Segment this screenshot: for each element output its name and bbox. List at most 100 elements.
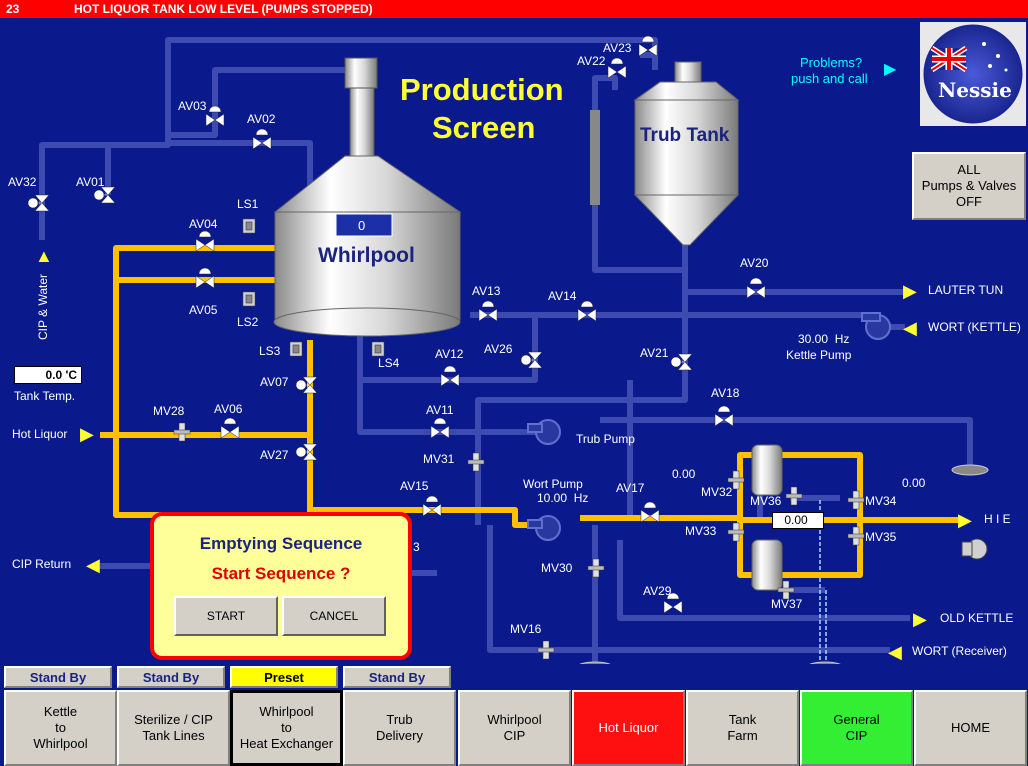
valve-av21-symbol[interactable]: [670, 353, 693, 371]
wort-pump-label: Wort Pump: [523, 477, 583, 491]
all-off-line2: Pumps & Valves: [921, 178, 1017, 193]
nav-kettle-to-whirlpool[interactable]: Kettle to Whirlpool: [4, 690, 117, 766]
valve-mv16-symbol[interactable]: [537, 640, 555, 660]
valve-av13-symbol[interactable]: [478, 300, 498, 322]
nav-hot-liquor[interactable]: Hot Liquor: [572, 690, 685, 766]
lauter-tun-label: LAUTER TUN: [928, 283, 1004, 297]
valve-av12-symbol[interactable]: [440, 365, 460, 387]
valve-av20-symbol[interactable]: [746, 277, 766, 299]
valve-av17-symbol[interactable]: [640, 501, 660, 523]
emptying-sequence-dialog: Emptying Sequence Start Sequence ? START…: [150, 512, 412, 660]
hot-liquor-label: Hot Liquor: [12, 427, 68, 441]
valve-av15-symbol[interactable]: [422, 495, 442, 517]
hie-arrow-icon: ▶: [958, 510, 972, 530]
valve-label-av02: AV02: [247, 112, 276, 126]
nessie-logo[interactable]: Nessie: [920, 22, 1026, 126]
nav-trub-delivery[interactable]: Trub Delivery: [343, 690, 456, 766]
valve-label-partial: 3: [413, 540, 420, 554]
valve-av05-symbol[interactable]: [195, 267, 215, 289]
alarm-banner: 23 HOT LIQUOR TANK LOW LEVEL (PUMPS STOP…: [0, 0, 1028, 18]
valve-label-av12: AV12: [435, 347, 464, 361]
nav-sterilize-cip[interactable]: Sterilize / CIP Tank Lines: [117, 690, 230, 766]
cip-return-arrow-icon: ◀: [86, 555, 100, 575]
valve-label-av27: AV27: [260, 448, 289, 462]
valve-label-av23: AV23: [603, 41, 632, 55]
status-kettle-whirlpool: Stand By: [4, 666, 112, 688]
valve-label-mv32: MV32: [701, 485, 733, 499]
trub-tank: [633, 61, 740, 246]
valve-av01-symbol[interactable]: [93, 186, 116, 204]
all-off-button[interactable]: ALL Pumps & Valves OFF: [912, 152, 1026, 220]
valve-label-mv37: MV37: [771, 597, 803, 611]
valve-av22-symbol[interactable]: [607, 57, 627, 79]
valve-ls2-symbol[interactable]: [242, 291, 256, 307]
nav-tank-farm[interactable]: Tank Farm: [686, 690, 799, 766]
valve-mv34-symbol[interactable]: [847, 490, 865, 510]
valve-av18-symbol[interactable]: [714, 405, 734, 427]
status-whirlpool-hx: Preset: [230, 666, 338, 688]
valve-av32-symbol[interactable]: [27, 194, 50, 212]
drains: [579, 464, 989, 664]
flow-reading-2: 0.00: [902, 476, 926, 490]
valve-av03-symbol[interactable]: [205, 105, 225, 127]
nav-home[interactable]: HOME: [914, 690, 1027, 766]
start-button[interactable]: START: [174, 596, 278, 636]
valve-label-av15: AV15: [400, 479, 429, 493]
valve-mv36-symbol[interactable]: [785, 486, 803, 506]
valve-mv31-symbol[interactable]: [467, 452, 485, 472]
valve-label-mv35: MV35: [865, 530, 897, 544]
valve-mv30-symbol[interactable]: [587, 558, 605, 578]
valve-ls3-symbol[interactable]: [289, 341, 303, 357]
valve-label-av03: AV03: [178, 99, 207, 113]
valve-av27-symbol[interactable]: [295, 443, 318, 461]
valve-mv33-symbol[interactable]: [727, 522, 745, 542]
valve-label-av26: AV26: [484, 342, 513, 356]
valve-label-av22: AV22: [577, 54, 606, 68]
valve-av14-symbol[interactable]: [577, 300, 597, 322]
valve-label-mv16: MV16: [510, 622, 542, 636]
valve-label-av01: AV01: [76, 175, 105, 189]
kettle-pump-freq: 30.00 Hz: [798, 332, 850, 346]
hot-liquor-arrow-icon: ▶: [80, 424, 94, 444]
push-call-text: push and call: [791, 71, 868, 86]
valve-label-av20: AV20: [740, 256, 769, 270]
hie-pump: [961, 538, 988, 560]
valve-mv28-symbol[interactable]: [173, 422, 191, 442]
valve-label-ls3: LS3: [259, 344, 281, 358]
valve-av02-symbol[interactable]: [252, 128, 272, 150]
valve-av04-symbol[interactable]: [195, 230, 215, 252]
old-kettle-label: OLD KETTLE: [940, 611, 1014, 625]
valve-label-ls2: LS2: [237, 315, 259, 329]
whirlpool-level: 0: [358, 218, 366, 233]
valve-av11-symbol[interactable]: [430, 417, 450, 439]
valve-mv32-symbol[interactable]: [727, 470, 745, 490]
cancel-button[interactable]: CANCEL: [282, 596, 386, 636]
valve-av26-symbol[interactable]: [520, 351, 543, 369]
valve-label-av21: AV21: [640, 346, 669, 360]
nav-whirlpool-cip[interactable]: Whirlpool CIP: [458, 690, 571, 766]
alarm-message: HOT LIQUOR TANK LOW LEVEL (PUMPS STOPPED…: [74, 2, 373, 16]
heat-exchanger: [751, 444, 783, 591]
arrow-right-icon: ▶: [884, 61, 897, 78]
valve-mv37-symbol[interactable]: [777, 580, 795, 600]
valve-av07-symbol[interactable]: [295, 376, 318, 394]
screen-title-line2: Screen: [432, 110, 536, 145]
valve-label-av18: AV18: [711, 386, 740, 400]
valve-label-mv34: MV34: [865, 494, 897, 508]
nav-general-cip[interactable]: General CIP: [800, 690, 913, 766]
valve-mv35-symbol[interactable]: [847, 526, 865, 546]
valve-label-av06: AV06: [214, 402, 243, 416]
valve-label-av05: AV05: [189, 303, 218, 317]
tank-temp-value: 0.0 'C: [14, 366, 82, 384]
valve-av29-symbol[interactable]: [663, 592, 683, 614]
valve-av06-symbol[interactable]: [220, 417, 240, 439]
valve-ls1-symbol[interactable]: [242, 218, 256, 234]
valve-label-av13: AV13: [472, 284, 501, 298]
hx-value: 0.00: [772, 512, 824, 529]
valve-label-av32: AV32: [8, 175, 37, 189]
valve-ls4-symbol[interactable]: [371, 341, 385, 357]
cip-water-arrow-icon: ▲: [35, 246, 53, 266]
nav-whirlpool-to-hx[interactable]: Whirlpool to Heat Exchanger: [230, 690, 343, 766]
valve-av23-symbol[interactable]: [638, 35, 658, 57]
nessie-text: Nessie: [938, 78, 1012, 102]
